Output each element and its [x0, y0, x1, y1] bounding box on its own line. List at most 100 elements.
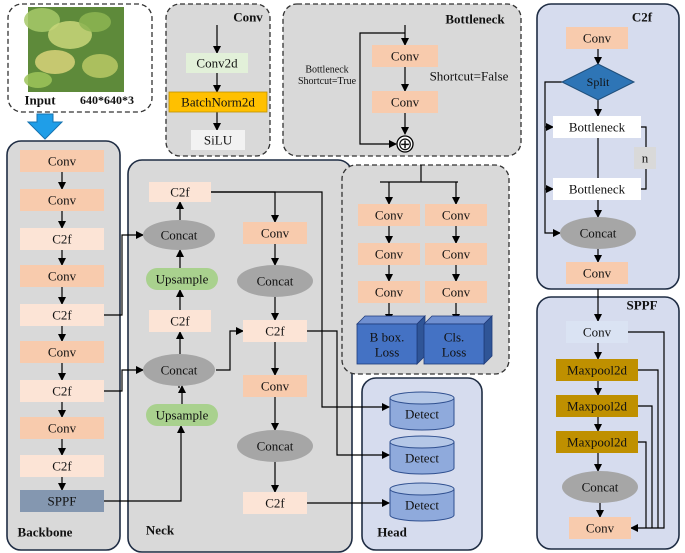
input-label: Input: [24, 93, 56, 108]
head-detail-left-conv-0: [358, 204, 420, 226]
c2f-module-conv-top-label: Conv: [583, 31, 612, 46]
head-detect-2: [389, 489, 455, 522]
head-detail-right-conv-1: [425, 243, 487, 265]
head-detect-1: [389, 442, 455, 475]
backbone-block-2-label: C2f: [52, 232, 72, 247]
head-detail-right-conv-0-label: Conv: [442, 208, 471, 223]
head-detail-left-conv-2: [358, 281, 420, 303]
neck-right-conv-bottom: [243, 375, 307, 397]
w-c2f-top-to-detect1: [211, 191, 390, 411]
neck-right-conv-top-label: Conv: [261, 226, 290, 241]
bn-shortcut: [359, 32, 405, 148]
head-detail-left-conv-0-label: Conv: [375, 208, 404, 223]
backbone-block-1: [20, 189, 104, 211]
conv-module-title: Conv: [233, 10, 263, 25]
backbone-block-8: [20, 455, 104, 477]
neck-left-upsample-top-label: Upsample: [156, 272, 209, 287]
conv-module-conv2d-label: Conv2d: [196, 56, 238, 71]
w-c2f-mid-to-detect2: [307, 330, 390, 459]
backbone-block-9-label: SPPF: [48, 494, 77, 509]
leaf-patch-5: [24, 72, 52, 88]
head-detail-left-conv-2-label: Conv: [375, 285, 404, 300]
neck-left-upsample-bottom-label: Upsample: [156, 408, 209, 423]
backbone-block-4: [20, 304, 104, 326]
head-detect-0: [389, 398, 455, 431]
sppf-module-conv-bottom: [569, 517, 631, 539]
head-detail-right-conv-2-label: Conv: [442, 285, 471, 300]
neck-right-concat-top: [237, 265, 313, 297]
leaf-patch-0: [24, 8, 60, 32]
conv-module-silu-label: SiLU: [204, 133, 233, 148]
backbone-block-5-label: Conv: [48, 345, 77, 360]
neck-left-concat-bottom: [143, 354, 215, 386]
c2f-module-concat-label: Concat: [580, 226, 617, 241]
input-arrow: [26, 113, 64, 140]
neck-right-c2f-mid: [243, 320, 307, 342]
neck-right-conv-top: [243, 222, 307, 244]
c2f-module-panel: [536, 3, 680, 290]
c2f-module-split-label: Split: [587, 75, 610, 89]
sppf-module-conv-bottom-label: Conv: [586, 521, 615, 536]
backbone-block-7-label: Conv: [48, 421, 77, 436]
c2f-module-bottleneck-2-label: Bottleneck: [569, 182, 626, 197]
backbone-block-6-label: C2f: [52, 384, 72, 399]
c2f-module-conv-bottom-label: Conv: [583, 266, 612, 281]
loss-bbox-label: B box.Loss: [370, 329, 405, 359]
head-detail-left-conv-1-label: Conv: [375, 247, 404, 262]
loss-bbox: [356, 323, 418, 365]
sppf-module-maxpool-1-label: Maxpool2d: [567, 363, 627, 378]
neck-right-c2f-bottom-label: C2f: [265, 496, 285, 511]
bottleneck-conv-1: [372, 45, 438, 67]
head-detect-0-top: [389, 391, 455, 405]
backbone-block-2: [20, 228, 104, 250]
conv-module-silu: [191, 130, 245, 150]
c2f-module-split: [560, 63, 636, 101]
w-bb-c2f2-to-concat-b: [104, 366, 144, 392]
neck-right-c2f-bottom: [243, 492, 307, 514]
c2f-module-repeat-label: n: [642, 151, 649, 166]
bottleneck-module-panel: [282, 3, 522, 157]
c2f-module-repeat: [634, 147, 656, 169]
sppf-skip-1: [638, 369, 659, 528]
w-concat-b-to-c2f-r: [216, 327, 244, 371]
head-title: Head: [377, 525, 407, 540]
sppf-module-conv-top: [566, 321, 628, 343]
head-detect-2-label: Detect: [405, 498, 439, 513]
c2f-skip: [544, 81, 562, 237]
backbone-block-5: [20, 341, 104, 363]
c2f-module-bottleneck-1: [553, 116, 641, 138]
backbone-block-3-label: Conv: [48, 269, 77, 284]
head-detect-1-label: Detect: [405, 451, 439, 466]
sppf-module-conv-top-label: Conv: [583, 325, 612, 340]
bottleneck-add-symbol: ⊕: [397, 134, 412, 154]
backbone-block-8-label: C2f: [52, 459, 72, 474]
neck-title: Neck: [146, 523, 175, 538]
neck-right-conv-bottom-label: Conv: [261, 379, 290, 394]
loss-cls-side: [483, 315, 493, 365]
neck-left-c2f-top-label: C2f: [170, 185, 190, 200]
c2f-module-bottleneck-1-label: Bottleneck: [569, 120, 626, 135]
input-size-label: 640*640*3: [80, 93, 134, 107]
sppf-module-maxpool-2: [556, 395, 638, 417]
sppf-module-concat-label: Concat: [582, 480, 619, 495]
bottleneck-shortcut-false: Shortcut=False: [430, 69, 509, 84]
backbone-block-7: [20, 417, 104, 439]
sppf-module-maxpool-1: [556, 359, 638, 381]
head-detect-0-label: Detect: [405, 407, 439, 422]
head-detect-1-top: [389, 435, 455, 449]
neck-left-c2f-top: [149, 182, 211, 202]
c2f-module-conv-top: [566, 27, 628, 49]
sppf-module-title: SPPF: [626, 298, 657, 313]
backbone-block-9: [20, 490, 104, 512]
loss-cls-top: [423, 315, 493, 325]
sppf-skip-2: [638, 405, 653, 528]
backbone-block-6: [20, 380, 104, 402]
sppf-module-concat: [562, 471, 638, 503]
leaf-patch-1: [48, 21, 92, 49]
c2f-module-concat: [560, 217, 636, 249]
w-bb-c2f1-to-concat-t: [104, 231, 144, 316]
neck-left-upsample-top: [146, 268, 218, 290]
head-detect-2-top: [389, 482, 455, 496]
neck-left-concat-top-label: Concat: [161, 228, 198, 243]
neck-left-c2f-mid: [149, 310, 211, 332]
